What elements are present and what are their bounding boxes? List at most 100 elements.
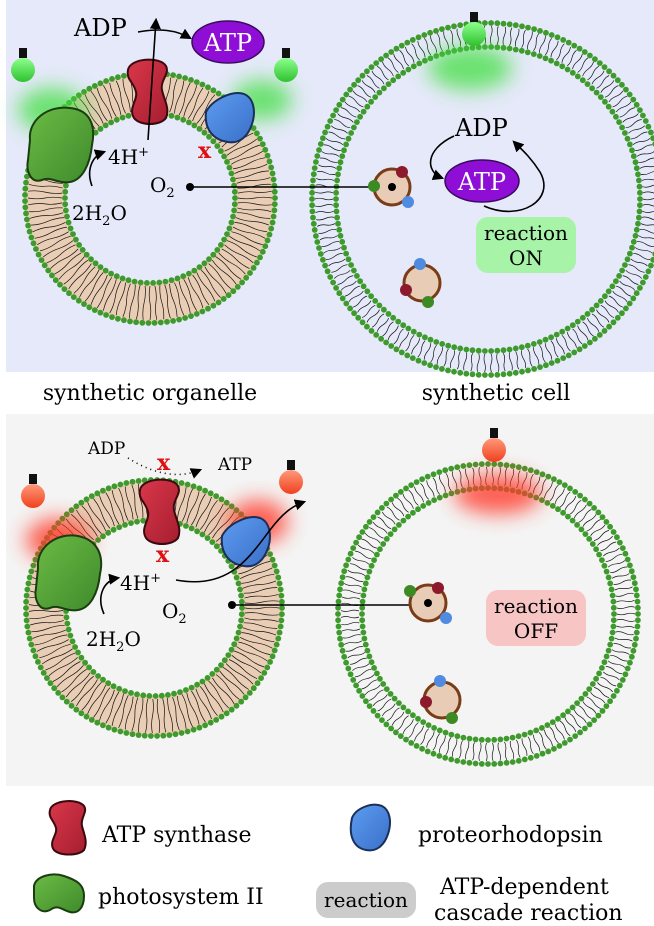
lipid-head <box>339 295 346 302</box>
lipid-head <box>67 225 74 232</box>
lipid-head <box>582 531 589 537</box>
lipid-head <box>631 641 638 648</box>
lipid-head <box>494 371 501 378</box>
lipid-head <box>275 574 282 581</box>
lipid-head <box>383 721 390 728</box>
lipid-head <box>309 189 315 196</box>
lipid-head <box>445 342 452 349</box>
lipid-head <box>333 285 339 291</box>
lipid-head <box>170 72 177 78</box>
blocked-mark-proton: x <box>156 542 170 568</box>
lipid-head <box>494 20 501 27</box>
lipid-head <box>630 647 637 654</box>
lipid-head <box>271 647 278 654</box>
lipid-head <box>218 662 224 668</box>
lipid-head <box>619 81 625 88</box>
lipid-head <box>581 49 588 55</box>
lipid-head <box>533 753 540 759</box>
lipid-head <box>343 141 349 148</box>
lipid-head <box>63 614 70 621</box>
lipid-head <box>622 671 629 678</box>
lipid-head <box>205 305 211 312</box>
lipid-head <box>257 135 263 142</box>
lipid-head <box>336 226 343 233</box>
lipid-head <box>636 183 643 190</box>
lipid-head <box>593 546 599 553</box>
lipid-head <box>196 724 203 731</box>
lipid-head <box>433 28 439 34</box>
red-light-bulb-cell <box>482 428 506 462</box>
lipid-head <box>254 680 261 687</box>
photosystem-ii-protein <box>34 534 103 612</box>
lipid-head <box>371 665 377 671</box>
lipid-head <box>374 670 380 677</box>
lipid-head <box>554 357 561 364</box>
lipid-head <box>645 268 652 275</box>
lipid-head <box>445 367 451 374</box>
lipid-head <box>205 84 211 91</box>
lipid-head <box>607 698 613 705</box>
lipid-head <box>235 580 242 587</box>
lipid-head <box>637 196 643 202</box>
oxygen-label-bottom: O2 <box>162 599 187 627</box>
enzyme-particle <box>404 582 452 624</box>
lipid-head <box>599 665 605 671</box>
lipid-head <box>193 311 200 317</box>
lipid-head <box>509 463 516 469</box>
lipid-head <box>262 243 269 250</box>
lipid-head <box>63 698 70 705</box>
lipid-head <box>191 122 198 129</box>
lipid-head <box>560 355 567 361</box>
lipid-head <box>544 722 551 728</box>
lipid-head <box>337 159 344 166</box>
lipid-head <box>359 623 366 630</box>
lipid-head <box>503 735 510 742</box>
lipid-head <box>635 604 641 611</box>
lipid-head <box>345 556 352 563</box>
legend-reaction-badge-label: reaction <box>324 888 408 912</box>
lipid-head <box>108 270 114 277</box>
lipid-head <box>624 665 631 672</box>
lipid-head <box>238 598 245 605</box>
lipid-head <box>405 708 411 715</box>
lipid-head <box>635 171 641 178</box>
lipid-head <box>478 736 485 743</box>
lipid-head <box>343 300 350 307</box>
lipid-head <box>374 712 381 719</box>
lipid-head <box>488 20 494 26</box>
lipid-head <box>102 267 109 274</box>
lipid-head <box>629 147 635 154</box>
adp-to-atp-cycle-arrow <box>429 135 455 181</box>
lipid-head <box>408 740 415 746</box>
lipid-head <box>345 135 352 142</box>
lipid-head <box>642 118 649 124</box>
lipid-head <box>377 675 383 682</box>
lipid-head <box>527 729 534 736</box>
lipid-head <box>78 710 85 717</box>
lipid-head <box>611 611 617 617</box>
lipid-head <box>335 598 342 605</box>
lipid-head <box>366 568 373 575</box>
lipid-head <box>425 500 432 506</box>
lipid-head <box>569 69 576 76</box>
lipid-head <box>110 683 117 690</box>
lipid-head <box>233 574 240 581</box>
lipid-head <box>518 344 525 351</box>
lipid-head <box>515 464 522 471</box>
lipid-head <box>233 702 240 709</box>
proton-label-bottom: 4H+ <box>120 571 161 595</box>
lipid-head <box>592 56 598 63</box>
lipid-head <box>218 242 224 248</box>
lipid-head <box>279 605 285 611</box>
lipid-head <box>24 586 31 593</box>
lipid-head <box>210 87 217 94</box>
lipid-head <box>364 288 371 295</box>
lipid-head <box>41 262 48 269</box>
lipid-head <box>264 152 271 159</box>
lipid-head <box>359 319 366 326</box>
lipid-head <box>454 733 461 740</box>
lipid-head <box>565 39 572 46</box>
lipid-head <box>117 481 124 488</box>
lipid-head <box>569 322 576 329</box>
lipid-head <box>494 347 501 354</box>
